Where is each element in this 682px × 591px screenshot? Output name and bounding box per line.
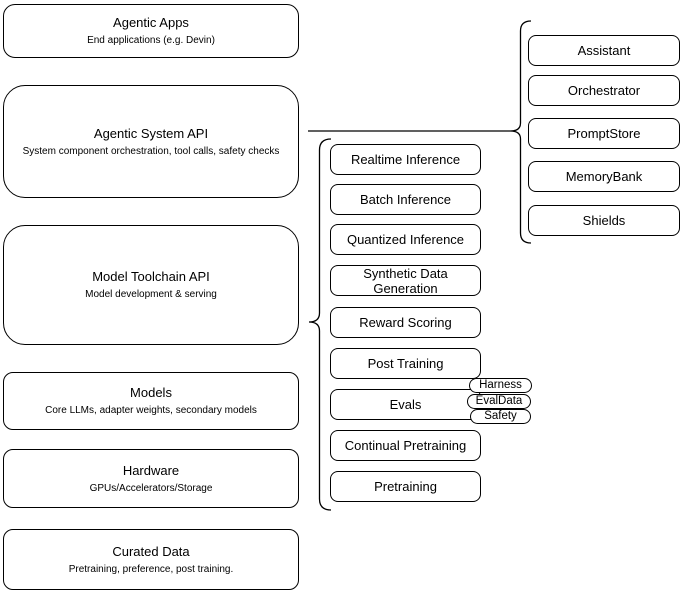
toolchain-group-brace [308, 138, 332, 511]
node-agentic-apps: Agentic Apps End applications (e.g. Devi… [3, 4, 299, 58]
node-curated-data: Curated Data Pretraining, preference, po… [3, 529, 299, 590]
node-promptstore: PromptStore [528, 118, 680, 149]
node-title: Model Toolchain API [92, 269, 210, 284]
node-subtitle: Pretraining, preference, post training. [68, 563, 234, 575]
node-assistant: Assistant [528, 35, 680, 66]
node-subtitle: Core LLMs, adapter weights, secondary mo… [45, 405, 257, 416]
node-subtitle: Model development & serving [85, 289, 217, 300]
node-subtitle: System component orchestration, tool cal… [22, 145, 280, 157]
node-title: Curated Data [112, 543, 190, 559]
node-title: Hardware [122, 462, 180, 478]
node-models: Models Core LLMs, adapter weights, secon… [3, 372, 299, 430]
node-title: Models [130, 385, 172, 400]
node-realtime-inference: Realtime Inference [330, 144, 481, 175]
node-reward-scoring: Reward Scoring [330, 307, 481, 338]
node-subtitle: GPUs/Accelerators/Storage [89, 482, 213, 494]
node-hardware: Hardware GPUs/Accelerators/Storage [3, 449, 299, 508]
node-memorybank: MemoryBank [528, 161, 680, 192]
node-post-training: Post Training [330, 348, 481, 379]
node-synthetic-data-generation: Synthetic Data Generation [330, 265, 481, 296]
node-subtitle: End applications (e.g. Devin) [87, 35, 215, 46]
node-continual-pretraining: Continual Pretraining [330, 430, 481, 461]
node-orchestrator: Orchestrator [528, 75, 680, 106]
node-batch-inference: Batch Inference [330, 184, 481, 215]
node-shields: Shields [528, 205, 680, 236]
node-pretraining: Pretraining [330, 471, 481, 502]
node-model-toolchain-api: Model Toolchain API Model development & … [3, 225, 299, 345]
node-title: Agentic Apps [113, 15, 189, 30]
tag-harness: Harness [469, 378, 532, 393]
node-title: Agentic System API [93, 125, 209, 141]
tag-safety: Safety [470, 409, 531, 424]
node-quantized-inference: Quantized Inference [330, 224, 481, 255]
node-agentic-system-api: Agentic System API System component orch… [3, 85, 299, 198]
tag-evaldata: EvalData [467, 394, 531, 409]
node-evals: Evals [330, 389, 481, 420]
